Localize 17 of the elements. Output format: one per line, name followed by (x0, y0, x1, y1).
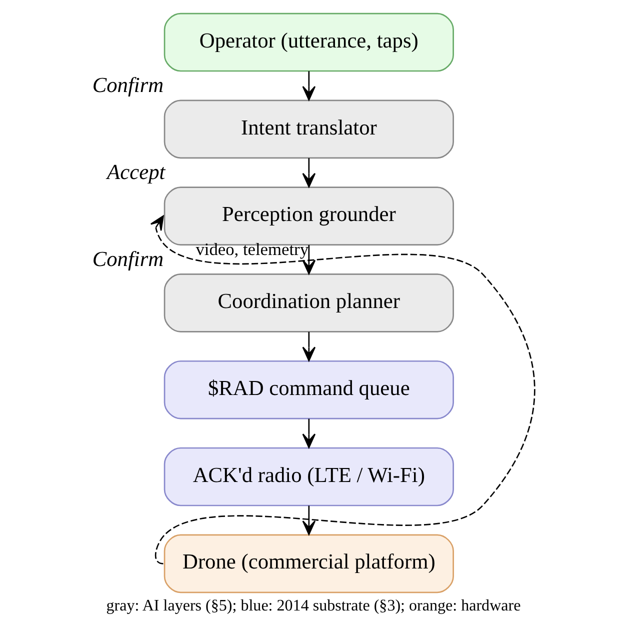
node-box: Drone (commercial platform) (164, 534, 454, 594)
node-label: Accept (107, 160, 166, 184)
node-box: $RAD command queue (164, 360, 454, 420)
arrow (302, 332, 316, 362)
arrow (302, 71, 316, 101)
node-label: Confirm (92, 73, 164, 98)
arrow (302, 506, 316, 536)
arrow (302, 418, 316, 448)
node-box: Coordination planner (164, 274, 454, 332)
node-label: Confirm (92, 246, 164, 271)
arrow (150, 215, 536, 564)
node-box: Operator (utterance, taps) (164, 12, 454, 72)
node-box: Intent translator (164, 100, 454, 159)
arrow (302, 158, 316, 188)
caption: gray: AI layers (§5); blue: 2014 substrate (§3); orange: hardware (106, 598, 521, 615)
arrow (302, 244, 316, 274)
node-box: ACK'd radio (LTE / Wi-Fi) (164, 447, 454, 506)
